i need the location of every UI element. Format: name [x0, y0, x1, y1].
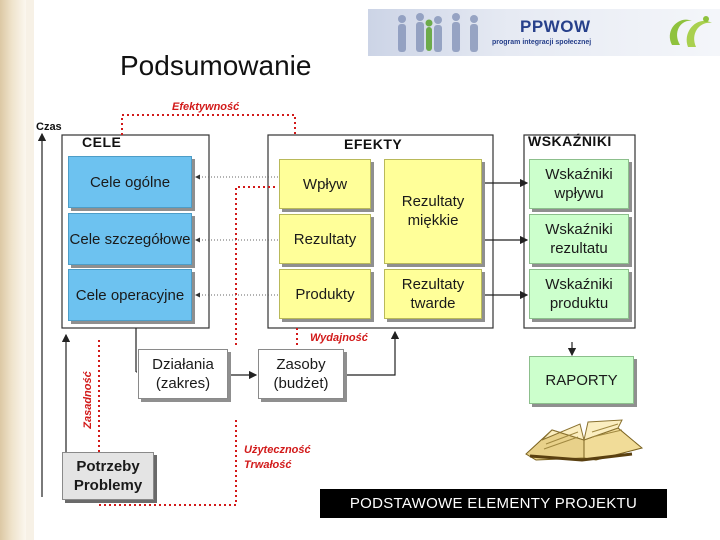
cele-ogolne-box: Cele ogólne	[68, 156, 192, 208]
zasoby-text: Zasoby (budżet)	[273, 356, 329, 392]
rezultaty-text: Rezultaty	[293, 230, 357, 248]
dzialania-text: Działania (zakres)	[152, 356, 214, 392]
zasoby-box: Zasoby (budżet)	[258, 349, 344, 399]
rezultaty-miekkie-box: Rezultaty miękkie	[384, 159, 482, 264]
wskazniki-wplywu-box: Wskaźniki wpływu	[529, 159, 629, 209]
wskazniki-wplywu-text: Wskaźniki wpływu	[545, 166, 613, 202]
cele-ogolne-text: Cele ogólne	[89, 173, 171, 191]
open-book-icon	[525, 419, 644, 462]
left-decor-strip-inner	[26, 0, 34, 540]
wskazniki-produktu-box: Wskaźniki produktu	[529, 269, 629, 319]
rezultaty-twarde-text: Rezultaty twarde	[401, 276, 465, 312]
wplyw-box: Wpływ	[279, 159, 371, 209]
zasadnosc-label: Zasadność	[82, 371, 94, 429]
produkty-box: Produkty	[279, 269, 371, 319]
dzialania-box: Działania (zakres)	[138, 349, 228, 399]
wydajnosc-label: Wydajność	[310, 332, 368, 344]
trwalosc-label: Trwałość	[244, 459, 292, 471]
produkty-text: Produkty	[295, 285, 355, 303]
efekty-header: EFEKTY	[344, 136, 403, 152]
wskazniki-header: WSKAŹNIKI	[528, 133, 612, 149]
potrzeby-problemy-text: Potrzeby Problemy	[73, 458, 143, 494]
uzytecznosc-label: Użyteczność	[244, 444, 311, 456]
wskazniki-rezultatu-box: Wskaźniki rezultatu	[529, 214, 629, 264]
slide-title: Podsumowanie	[120, 50, 312, 81]
cele-operacyjne-box: Cele operacyjne	[68, 269, 192, 321]
logo-subtitle: program integracji społecznej	[492, 39, 592, 46]
rezultaty-miekkie-text: Rezultaty miękkie	[401, 193, 465, 229]
cele-szczegolowe-text: Cele szczegółowe	[69, 230, 191, 248]
wskazniki-produktu-text: Wskaźniki produktu	[545, 276, 613, 312]
swirl-logo-icon	[669, 16, 712, 47]
people-silhouettes-icon	[398, 13, 478, 52]
cele-operacyjne-text: Cele operacyjne	[75, 286, 185, 304]
logo-name: PPWOW	[520, 17, 591, 36]
wskazniki-rezultatu-text: Wskaźniki rezultatu	[545, 221, 613, 257]
logo-banner: PPWOW program integracji społecznej	[368, 9, 720, 56]
cele-szczegolowe-box: Cele szczegółowe	[68, 213, 192, 265]
potrzeby-problemy-box: Potrzeby Problemy	[62, 452, 154, 500]
raporty-text: RAPORTY	[545, 371, 618, 389]
left-decor-strip	[0, 0, 26, 540]
raporty-box: RAPORTY	[529, 356, 634, 404]
footer-caption: PODSTAWOWE ELEMENTY PROJEKTU	[320, 489, 667, 518]
wplyw-text: Wpływ	[302, 175, 348, 193]
rezultaty-twarde-box: Rezultaty twarde	[384, 269, 482, 319]
time-axis-label: Czas	[36, 121, 62, 133]
efektywnosc-label: Efektywność	[172, 101, 240, 113]
cele-header: CELE	[82, 134, 122, 150]
rezultaty-box: Rezultaty	[279, 214, 371, 264]
